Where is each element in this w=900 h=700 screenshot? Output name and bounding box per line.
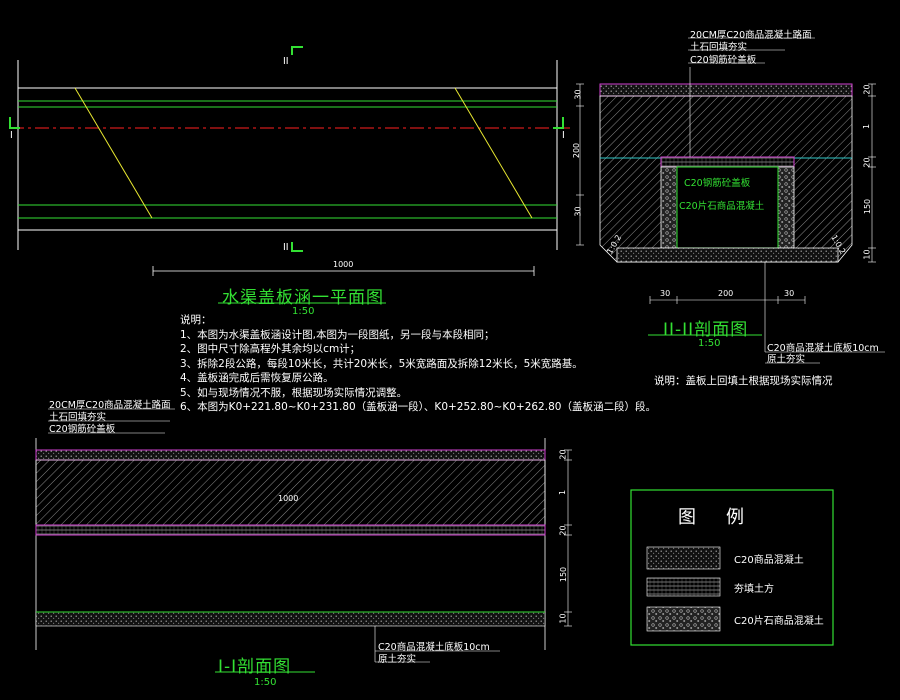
s2-dim-bottom-2: 200 [718,289,734,298]
s2-top-label-2: 土石回填夯实 [690,42,748,53]
plan-title: 水渠盖板涵一平面图 [222,288,384,308]
s1-top-label-2: 土石回填夯实 [49,412,107,423]
s1-center-dim: 1000 [278,494,299,503]
s2-title: II-II剖面图 [663,320,749,340]
note-item: 4、盖板涵完成后需恢复原公路。 [180,372,334,384]
s2-bottom-label-1: C20商品混凝土底板10cm [767,343,879,354]
s2-dim-bottom-3: 30 [784,289,795,298]
s1-top-label-3: C20钢筋砼盖板 [49,424,116,435]
s1-bottom-label-2: 原土夯实 [378,654,417,665]
section-2-view [576,37,885,364]
legend-item-concrete: C20商品混凝土 [734,555,804,566]
s1-bottom-label-1: C20商品混凝土底板10cm [378,642,490,653]
s2-dim-right-2: 1 [862,123,872,130]
s2-top-label-3: C20钢筋砼盖板 [690,55,757,66]
s2-scale: 1:50 [698,338,721,349]
note-item: 5、如与现场情况不服，根据现场实际情况调整。 [180,386,408,399]
legend-item-stone-concrete: C20片石商品混凝土 [734,616,824,627]
section-mark-left: I [10,130,13,141]
s1-dim-right-3: 20 [558,525,568,536]
s2-inner-label-2: C20片石商品混凝土 [679,201,765,212]
s2-remark: 说明：盖板上回填土根据现场实际情况 [654,375,833,387]
legend-title: 图例 [678,507,774,528]
s2-dim-right-5: 10 [862,249,872,260]
s2-bottom-label-2: 原土夯实 [767,354,806,365]
legend-item-fill: 夯填土方 [734,584,774,595]
note-item: 1、本图为水渠盖板涵设计图,本图为一段图纸，另一段与本段相同； [180,328,495,341]
section-mark-right: I [562,130,565,141]
s1-scale: 1:50 [254,677,277,688]
s2-dim-bottom-1: 30 [660,289,671,298]
s2-dim-right-1: 20 [862,84,872,95]
note-item: 2、图中尺寸除高程外其余均以cm计； [180,343,361,355]
s2-top-label-1: 20CM厚C20商品混凝土路面 [690,30,812,41]
s1-top-label-1: 20CM厚C20商品混凝土路面 [49,400,171,411]
section-mark-top: II [283,56,289,67]
s1-dim-right-5: 10 [558,613,568,624]
s2-dim-right-4: 150 [863,198,873,215]
plan-scale: 1:50 [292,306,315,317]
section-mark-bottom: II [283,242,289,253]
legend-box [630,489,834,646]
notes-block: 说明： 1、本图为水渠盖板涵设计图,本图为一段图纸，另一段与本段相同； 2、图中… [180,313,656,415]
plan-view [9,46,570,304]
s1-dim-right-4: 150 [559,566,569,583]
notes-heading: 说明： [180,314,212,326]
s1-title: I-I剖面图 [218,657,292,677]
note-item: 6、本图为K0+221.80~K0+231.80（盖板涵一段）、K0+252.8… [180,401,656,413]
plan-length-dim: 1000 [333,260,354,269]
s2-dim-right-3: 20 [862,157,872,168]
s2-dim-left-1: 30 [573,89,583,100]
s2-dim-left-2: 200 [572,142,582,159]
s1-dim-right-2: 1 [558,489,568,496]
s2-dim-left-3: 30 [573,206,583,217]
note-item: 3、拆除2段公路，每段10米长，共计20米长，5米宽路面及拆除12米长，5米宽路… [180,357,583,370]
s1-dim-right-1: 20 [558,449,568,460]
section-1-view [35,408,572,673]
s2-inner-label-1: C20钢筋砼盖板 [684,178,751,189]
